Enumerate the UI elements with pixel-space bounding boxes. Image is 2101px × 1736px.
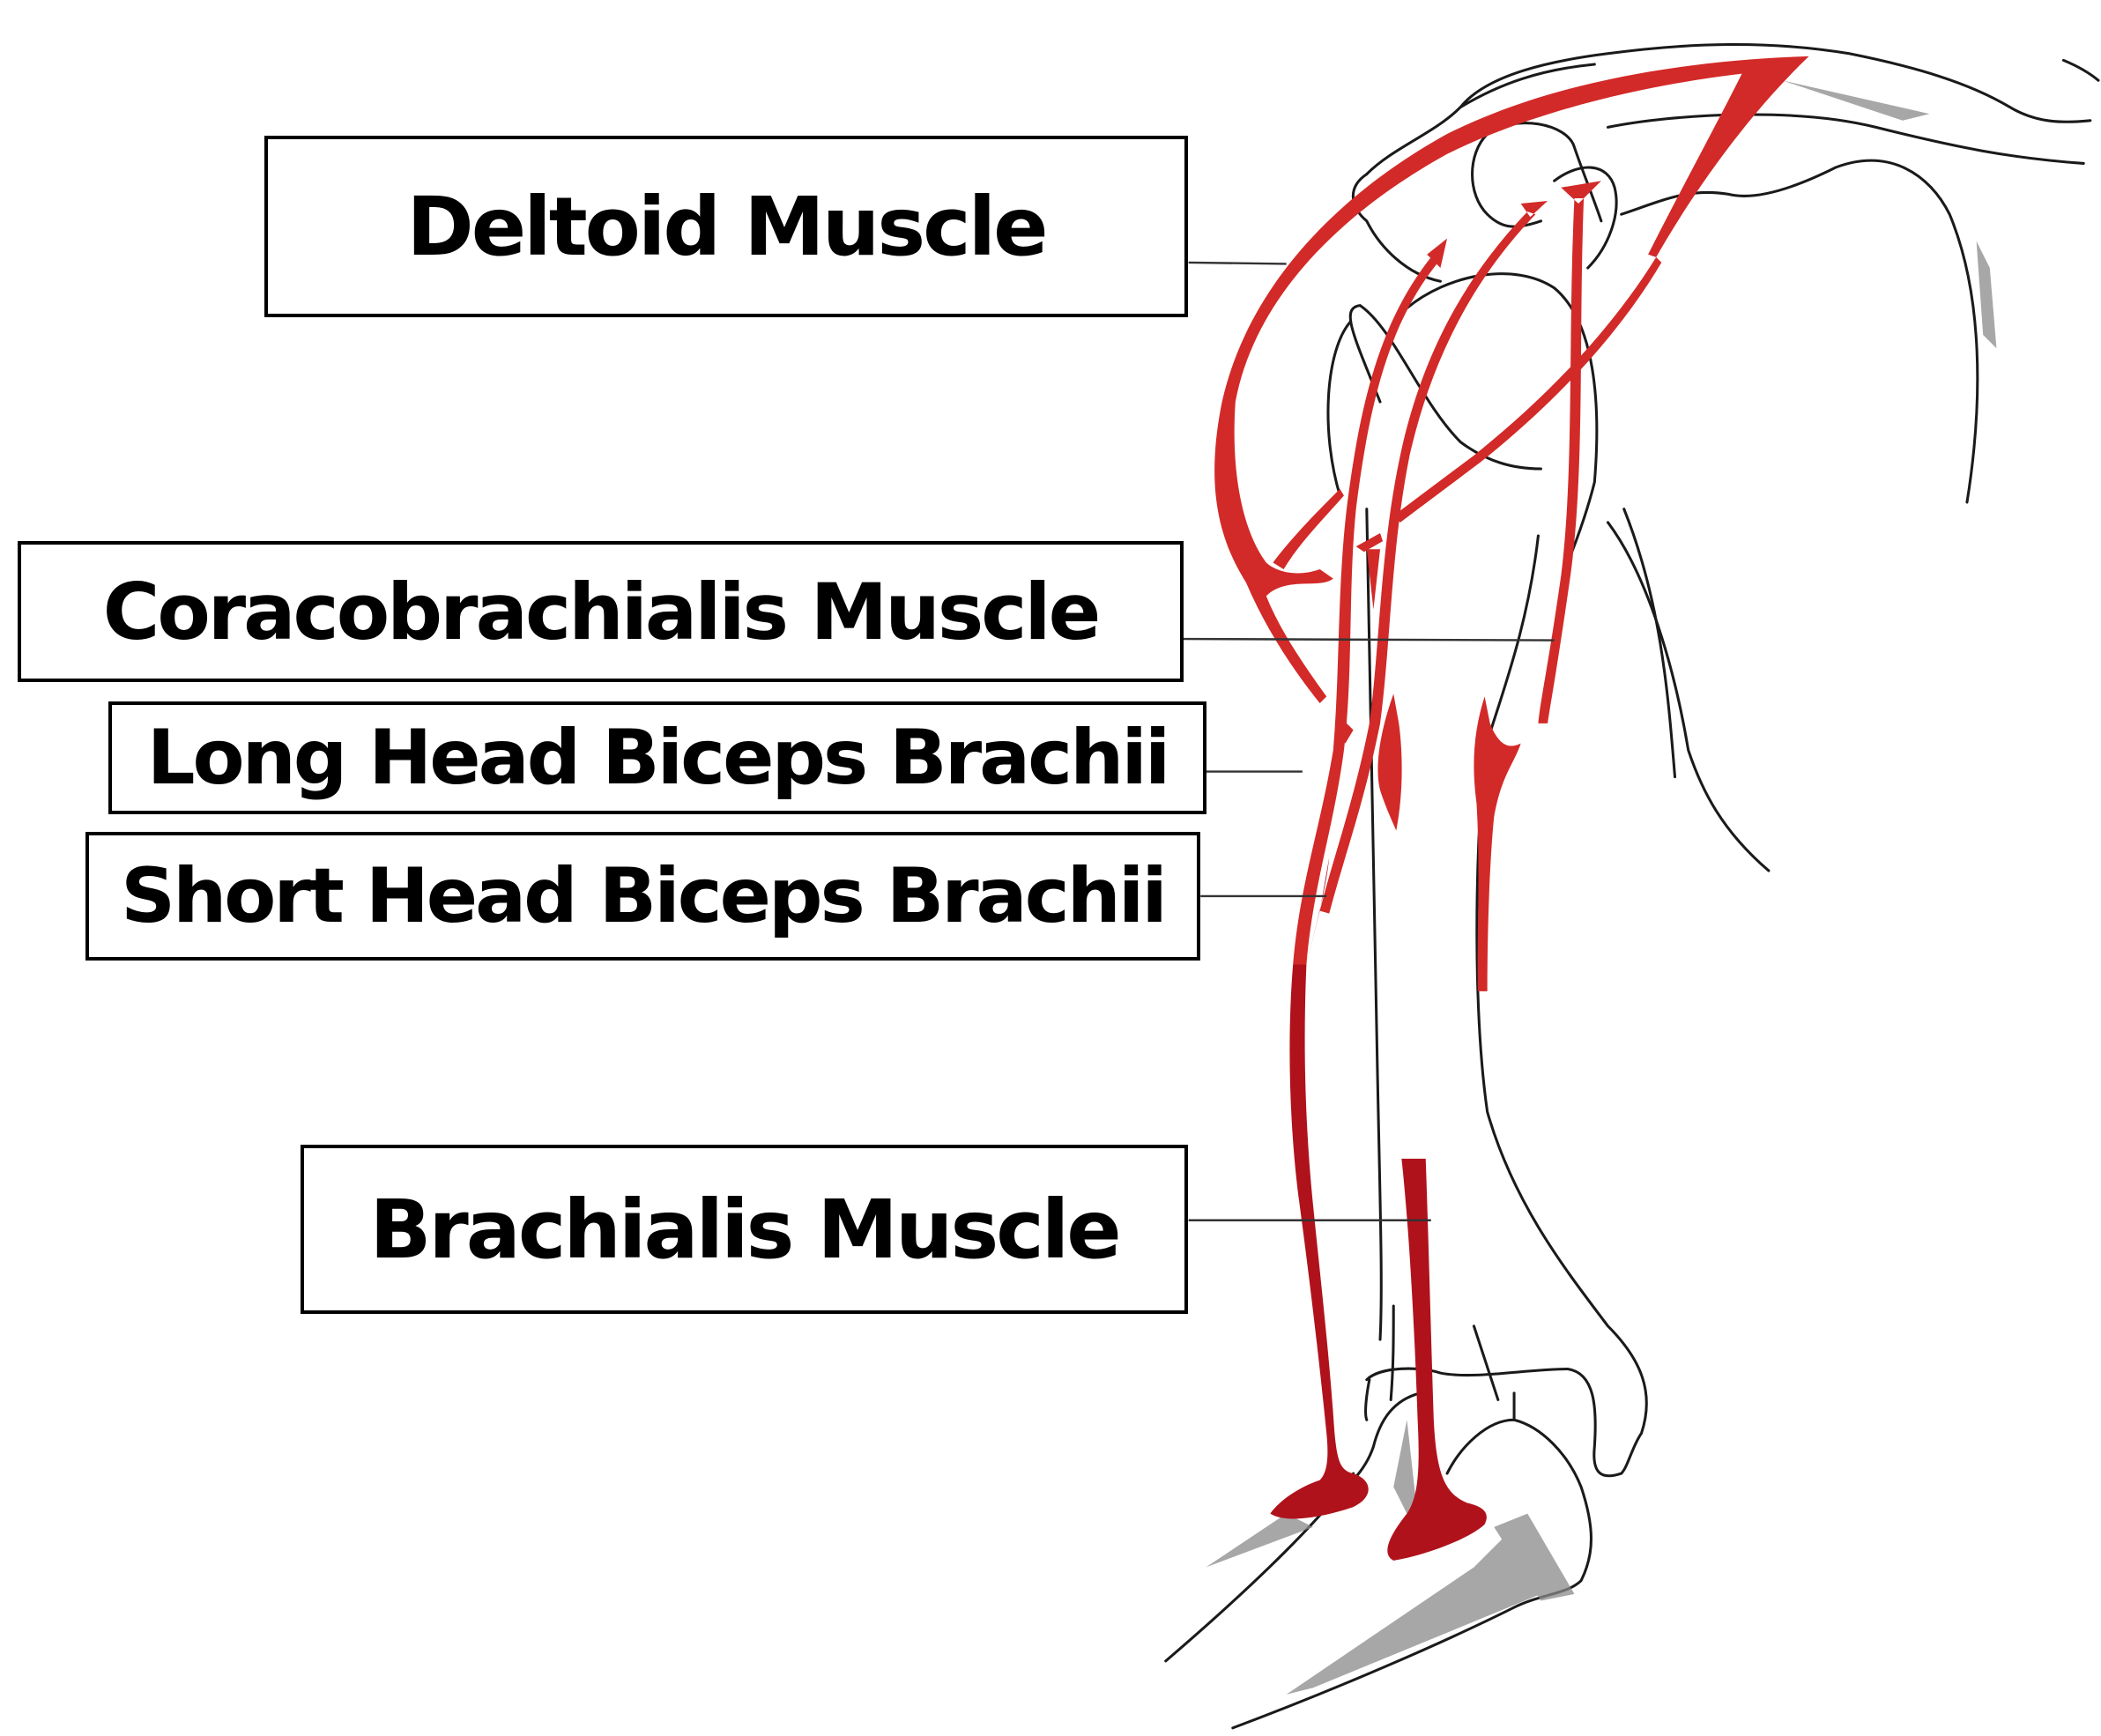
long-head-tendon — [1293, 238, 1448, 965]
label-text: Coracobrachialis Muscle — [102, 566, 1102, 657]
label-long-head-biceps-brachii: Long Head Biceps Brachii — [108, 701, 1206, 814]
label-text: Long Head Biceps Brachii — [146, 714, 1171, 802]
leader-line-deltoid — [1188, 261, 1287, 265]
label-text: Deltoid Muscle — [406, 179, 1048, 274]
label-text: Short Head Biceps Brachii — [121, 852, 1168, 940]
brachialis-shape — [1387, 1158, 1487, 1561]
label-short-head-biceps-brachii: Short Head Biceps Brachii — [85, 832, 1200, 961]
coracobrachialis-shape — [1393, 256, 1662, 523]
deltoid-branch — [1273, 488, 1344, 570]
deltoid-shape — [1214, 56, 1809, 704]
leader-lines — [1183, 261, 1555, 1221]
label-coracobrachialis-muscle: Coracobrachialis Muscle — [18, 541, 1184, 682]
short-head-tendon — [1319, 201, 1548, 914]
lower-muscles — [1270, 857, 1487, 1561]
label-deltoid-muscle: Deltoid Muscle — [264, 136, 1188, 317]
upper-muscles — [1214, 56, 1809, 991]
label-text: Brachialis Muscle — [369, 1182, 1121, 1277]
biceps-lower-tendon — [1270, 964, 1369, 1519]
leader-line-coracobrachialis — [1183, 637, 1555, 642]
label-brachialis-muscle: Brachialis Muscle — [301, 1145, 1188, 1314]
